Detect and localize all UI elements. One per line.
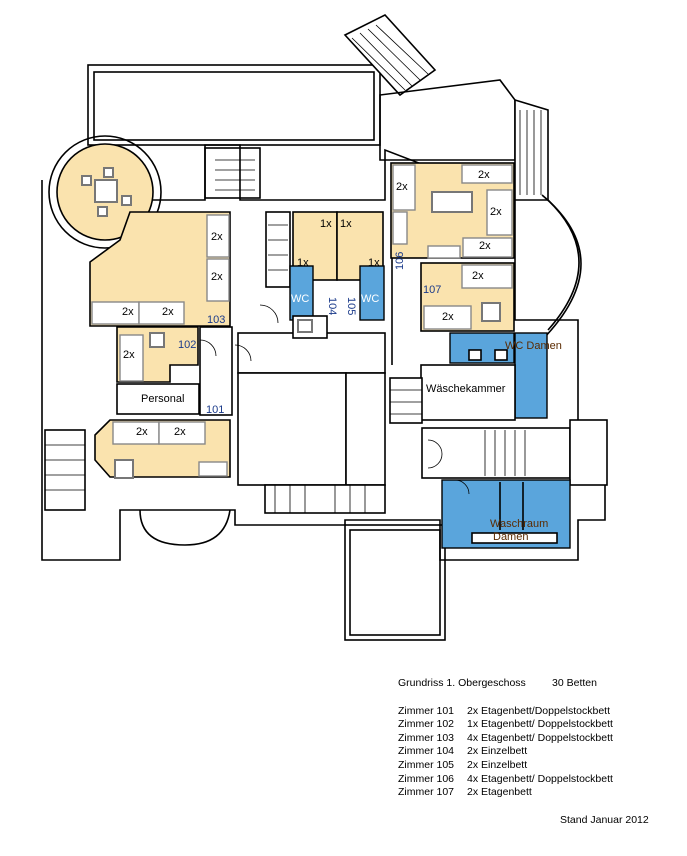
- svg-text:WC: WC: [361, 293, 379, 305]
- bed-count: 2x: [442, 311, 454, 323]
- bed-count: 2x: [123, 349, 135, 361]
- svg-text:WC: WC: [291, 293, 309, 305]
- room-107: 2x 2x 107: [420, 262, 515, 332]
- room-number: 107: [423, 284, 441, 296]
- wc-right: [359, 265, 385, 321]
- room-102: 2x 102: [116, 326, 199, 383]
- legend: Grundriss 1. Obergeschoss 30 Betten Zimm…: [398, 677, 613, 800]
- bed-count: 2x: [396, 181, 408, 193]
- bed-count: 2x: [479, 240, 491, 252]
- svg-text:Damen: Damen: [493, 531, 528, 543]
- svg-text:Wäschekammer: Wäschekammer: [426, 383, 506, 395]
- table-icon: [81, 167, 132, 217]
- svg-text:Personal: Personal: [141, 393, 184, 405]
- bed-count: 2x: [211, 231, 223, 243]
- room-106: 2x 2x 2x 2x 106: [390, 162, 515, 270]
- terrace: [87, 14, 582, 341]
- bed-count: 2x: [162, 306, 174, 318]
- bed-count: 2x: [490, 206, 502, 218]
- date-note: Stand Januar 2012: [560, 814, 649, 826]
- bed-count: 2x: [136, 426, 148, 438]
- room-number: 104: [326, 297, 338, 315]
- legend-title: Grundriss 1. Obergeschoss: [398, 677, 526, 689]
- room-number: 103: [207, 314, 225, 326]
- waschraum-damen: Waschraum Damen: [441, 479, 571, 549]
- waeschekammer: Wäschekammer: [420, 364, 516, 421]
- bed-count: 2x: [478, 169, 490, 181]
- bed-count: 1x: [320, 218, 332, 230]
- bed-count: 2x: [211, 271, 223, 283]
- room-number: 102: [178, 339, 196, 351]
- bed-count: 1x: [340, 218, 352, 230]
- room-number: 101: [206, 404, 224, 416]
- outer-wall: [41, 144, 606, 561]
- room-101: 2x 2x: [94, 419, 231, 479]
- room-personal: Personal: [116, 383, 200, 415]
- svg-text:WC Damen: WC Damen: [505, 340, 562, 352]
- room-number: 105: [345, 297, 357, 315]
- wc-damen: WC Damen: [449, 332, 562, 419]
- room-103: 2x 2x 2x 2x 103: [89, 211, 231, 327]
- bed-count: 2x: [472, 270, 484, 282]
- bed-count: 2x: [122, 306, 134, 318]
- room-number: 106: [394, 252, 406, 270]
- legend-total: 30 Betten: [552, 677, 597, 689]
- svg-text:Waschraum: Waschraum: [490, 518, 548, 530]
- bed-count: 2x: [174, 426, 186, 438]
